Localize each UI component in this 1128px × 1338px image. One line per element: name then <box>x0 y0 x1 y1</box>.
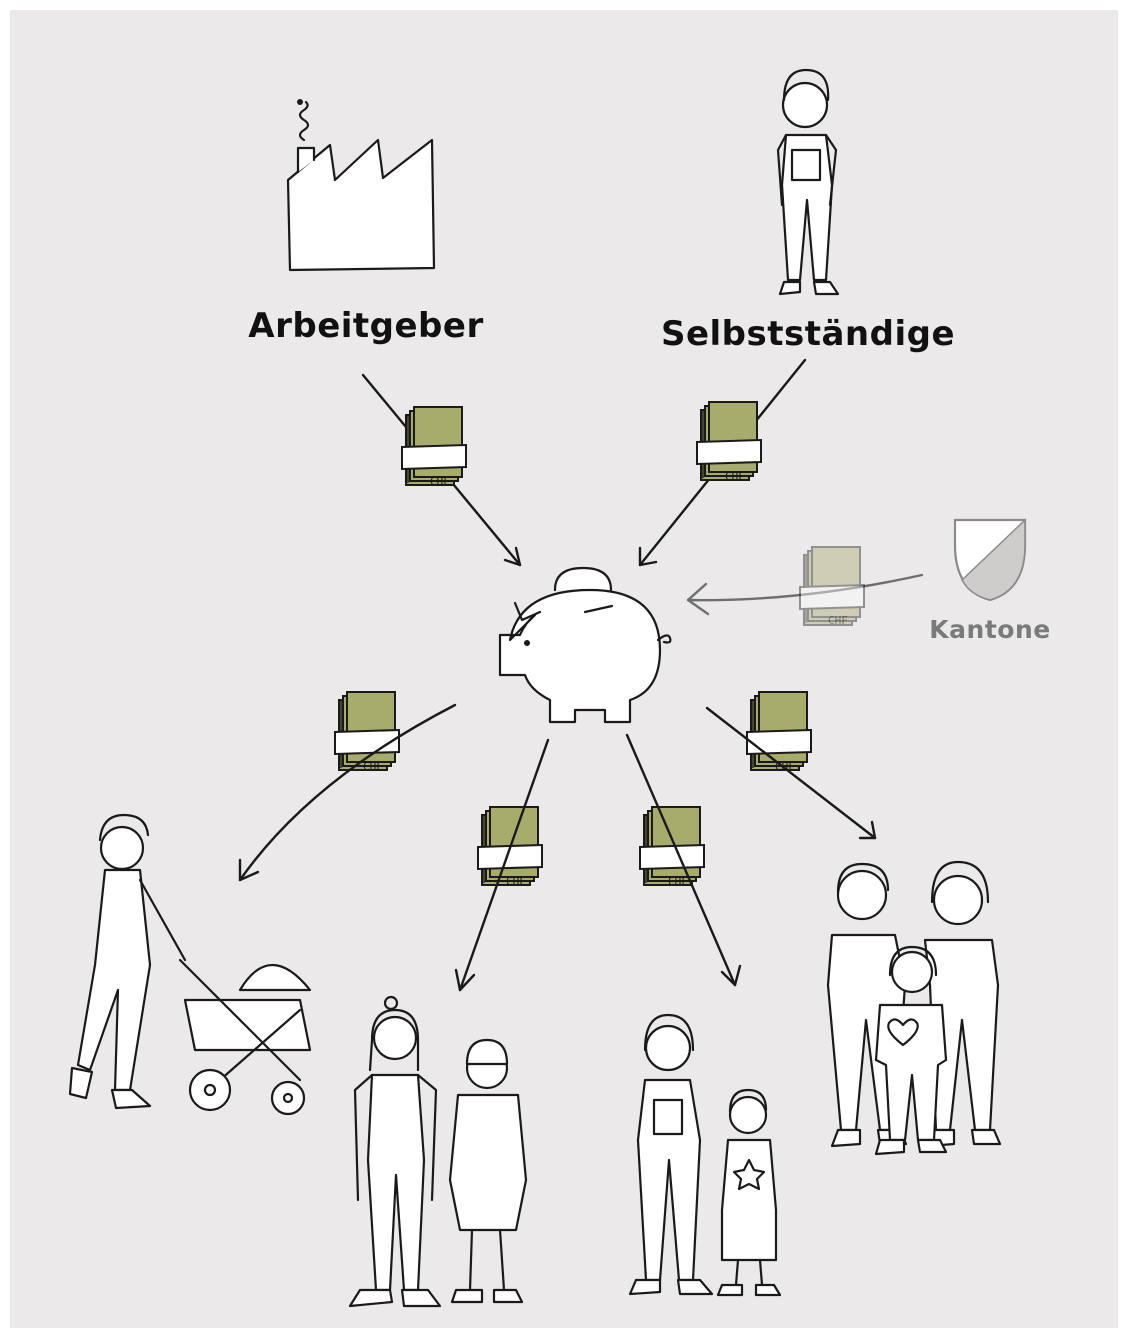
chf-label: CHF <box>363 760 383 773</box>
woman-and-boy-icon <box>348 995 528 1308</box>
employer-label: Arbeitgeber <box>248 306 484 346</box>
family-icon <box>826 860 1002 1156</box>
chf-label: CHF <box>725 470 745 483</box>
piggy-bank-icon <box>498 566 672 724</box>
parent-with-stroller-icon <box>68 813 312 1116</box>
chf-label: CHF <box>506 875 526 888</box>
self-employed-label: Selbstständige <box>660 314 956 354</box>
money-bundle-employer <box>401 406 467 486</box>
chf-label: CHF <box>430 475 450 488</box>
self-employed-person-icon <box>776 68 840 296</box>
money-bundle-self-employed <box>696 401 762 481</box>
factory-icon <box>286 99 436 272</box>
woman-and-child-icon <box>628 1013 782 1297</box>
chf-label: CHF <box>668 875 688 888</box>
chf-label: CHF <box>828 614 848 627</box>
money-bundle-3 <box>639 806 705 886</box>
canton-shield-icon <box>953 518 1027 602</box>
cantons-label: Kantone <box>929 615 1051 644</box>
money-bundle-4 <box>746 691 812 771</box>
